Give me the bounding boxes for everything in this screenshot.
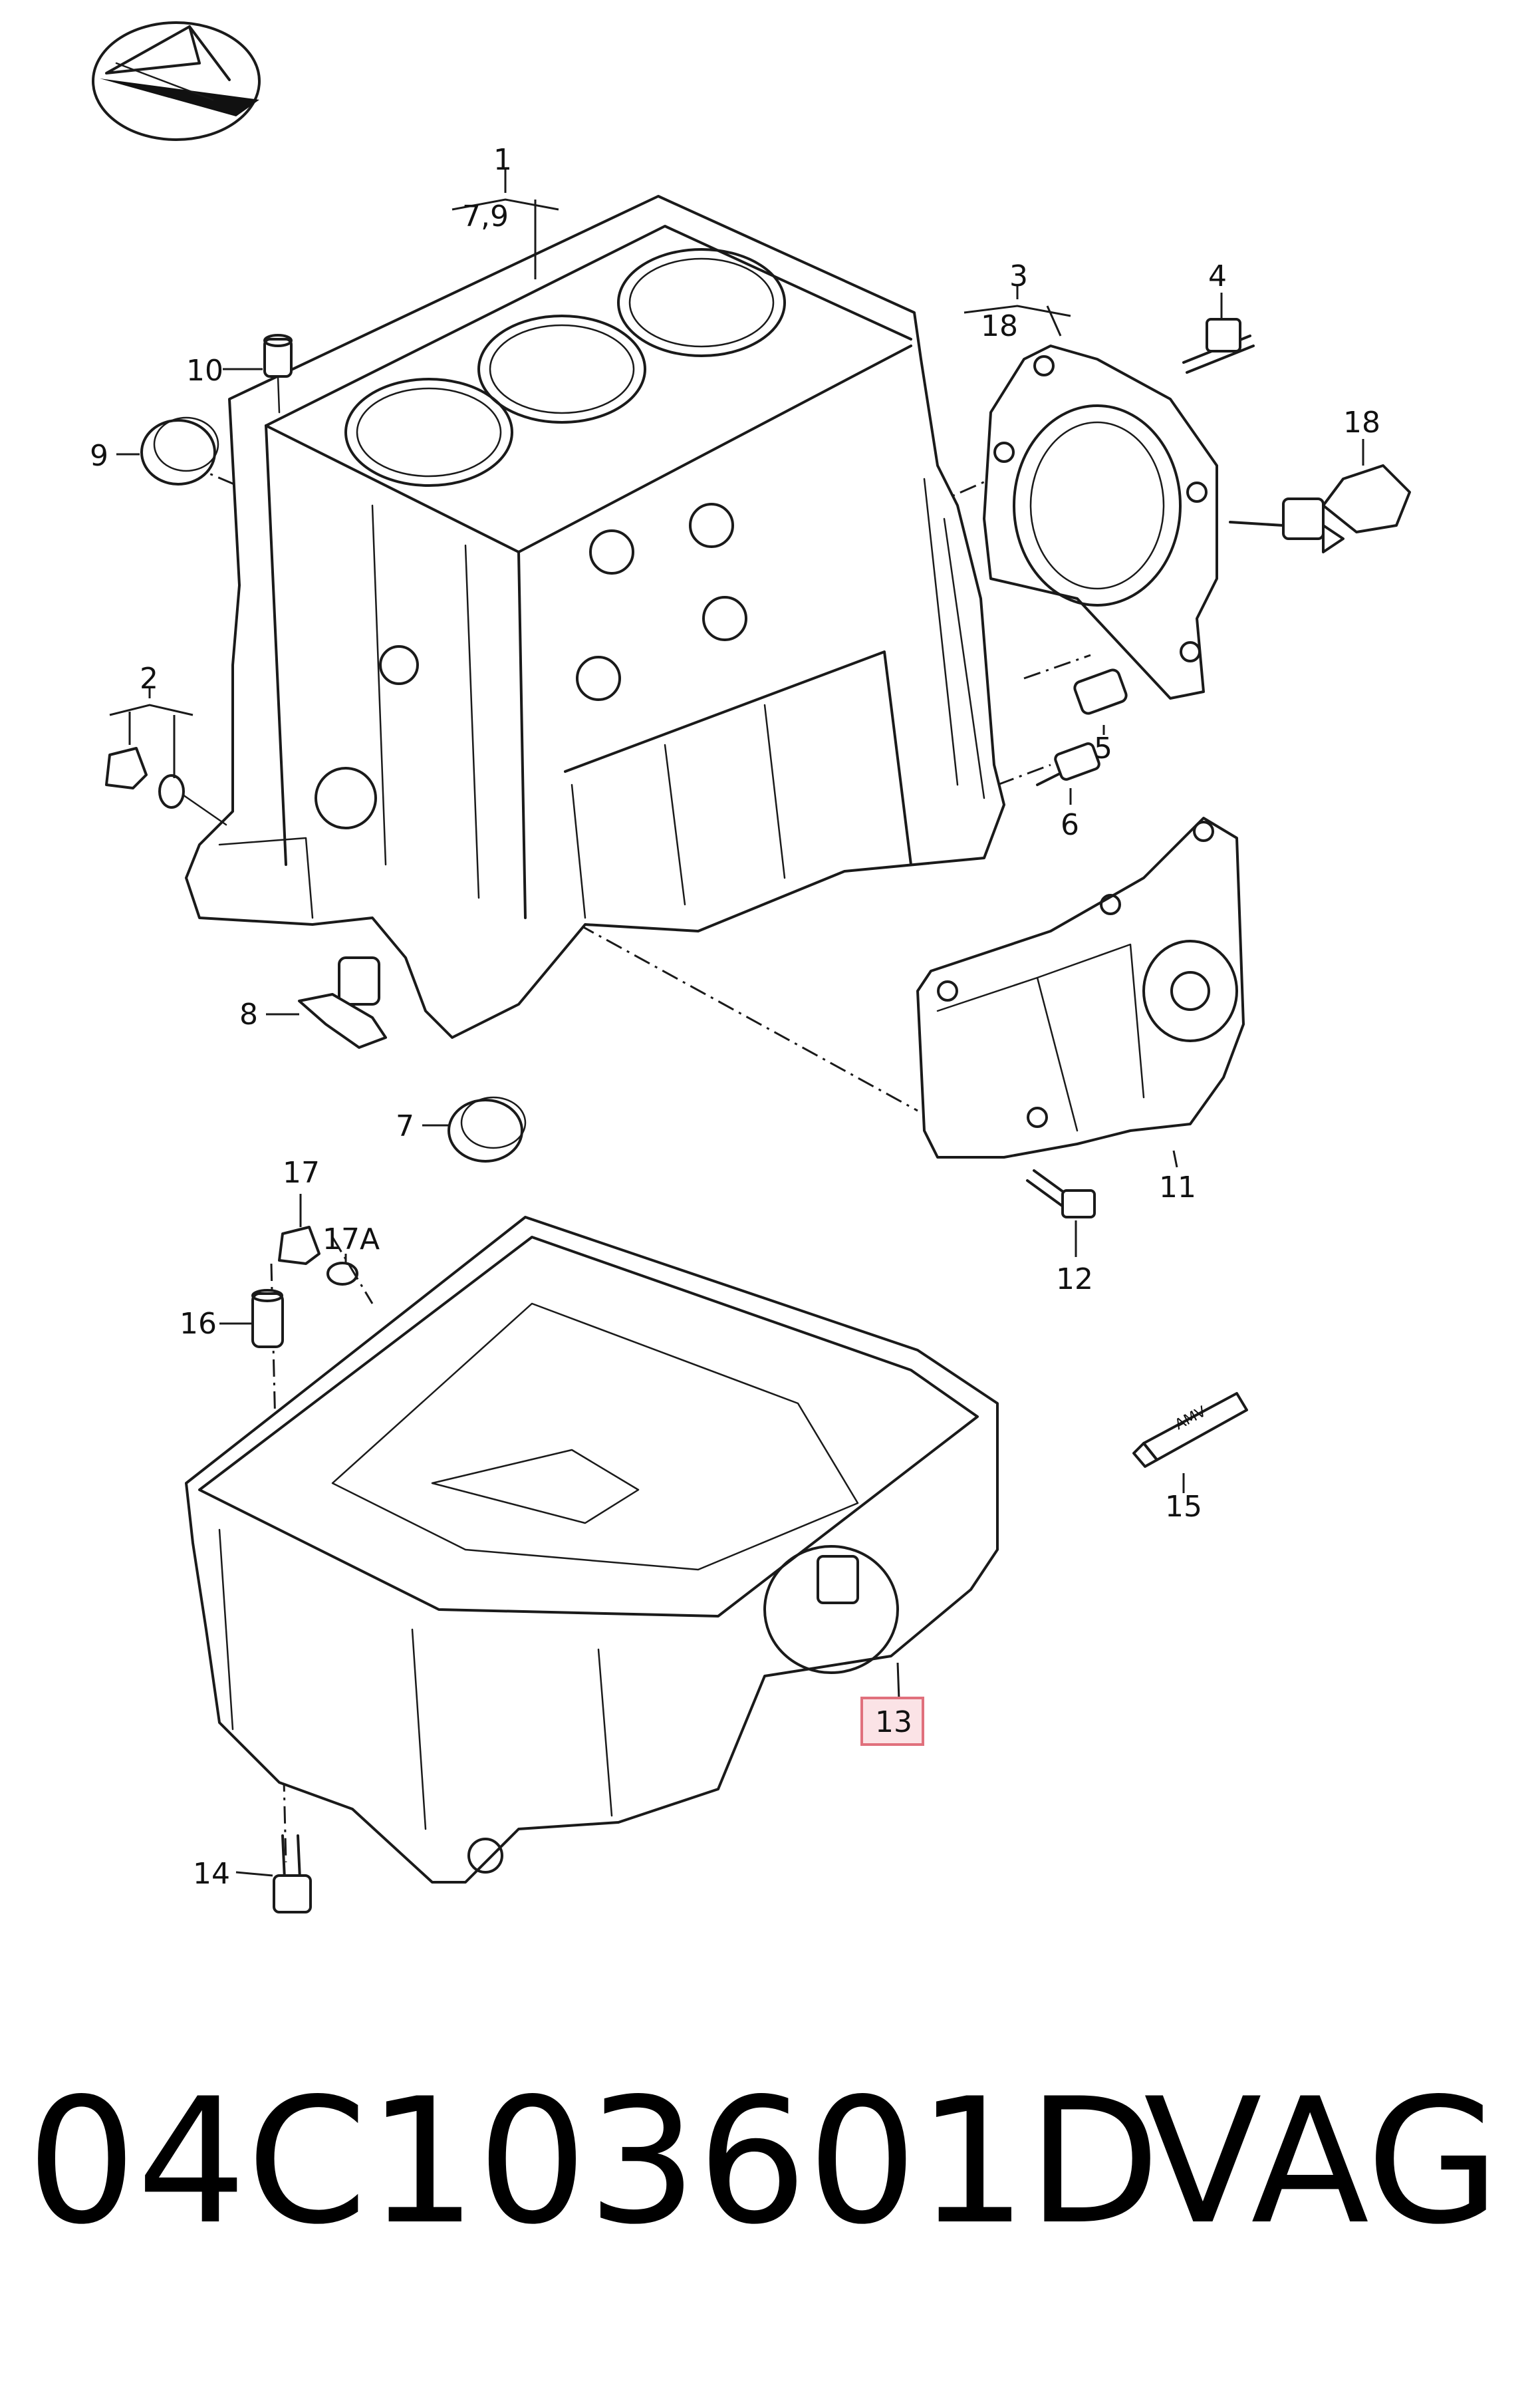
callout-7[interactable]: 7 (396, 1109, 414, 1143)
callout-11[interactable]: 11 (1159, 1171, 1196, 1204)
part-number: 04C103601D (27, 2062, 1160, 2263)
sensor-18-drawing (1229, 464, 1411, 553)
plug-17-drawing (278, 1226, 321, 1265)
callout-17a[interactable]: 17A (322, 1222, 380, 1256)
callout-labels: 1 7,9 3 18 4 18 10 9 2 5 6 8 7 11 12 17 … (90, 143, 1380, 1891)
callout-16[interactable]: 16 (180, 1307, 217, 1341)
callout-3[interactable]: 3 (1009, 259, 1028, 293)
callout-13[interactable]: 13 (875, 1705, 912, 1739)
callout-9[interactable]: 9 (90, 439, 108, 473)
plug-2-drawing (105, 747, 227, 826)
callout-1[interactable]: 1 (493, 143, 512, 177)
bolt-14-drawing (273, 1834, 312, 1913)
seal-flange-drawing (983, 345, 1218, 700)
plug-9-drawing (140, 416, 219, 486)
callout-4[interactable]: 4 (1208, 259, 1227, 293)
plug-7-drawing (448, 1096, 527, 1163)
callout-6[interactable]: 6 (1061, 808, 1079, 842)
oil-pan-13-drawing (185, 1216, 999, 1884)
callout-14[interactable]: 14 (193, 1857, 230, 1891)
dowel-sleeve-5-drawing (1073, 668, 1128, 715)
callout-5[interactable]: 5 (1094, 732, 1112, 766)
leader-lines (109, 170, 1364, 1877)
cap-10-drawing (263, 334, 293, 414)
callout-15[interactable]: 15 (1165, 1490, 1202, 1524)
bolt-12-drawing (1026, 1169, 1096, 1218)
sealant-tube-15-drawing: AMV (1132, 1392, 1248, 1468)
vag-logo (92, 21, 261, 141)
switch-8-drawing (298, 956, 387, 1049)
brand-name: VAG (1144, 2062, 1500, 2263)
seal-ring-17a-drawing (326, 1262, 358, 1286)
callout-18[interactable]: 18 (1343, 406, 1380, 440)
callout-2[interactable]: 2 (140, 662, 158, 696)
callout-1-sub[interactable]: 7,9 (462, 200, 509, 233)
callout-13-highlight (860, 1697, 924, 1746)
housing-cover-11-drawing (916, 817, 1245, 1159)
callout-12[interactable]: 12 (1056, 1262, 1093, 1296)
cylinder-block-drawing (185, 195, 1005, 1039)
callout-8[interactable]: 8 (239, 998, 258, 1032)
callout-3-sub[interactable]: 18 (981, 309, 1018, 343)
bolt-4-drawing (1182, 318, 1255, 374)
pin-6-drawing (1036, 742, 1100, 786)
callout-17[interactable]: 17 (283, 1156, 320, 1190)
sleeve-16-drawing (251, 1289, 284, 1348)
callout-10[interactable]: 10 (186, 354, 223, 388)
